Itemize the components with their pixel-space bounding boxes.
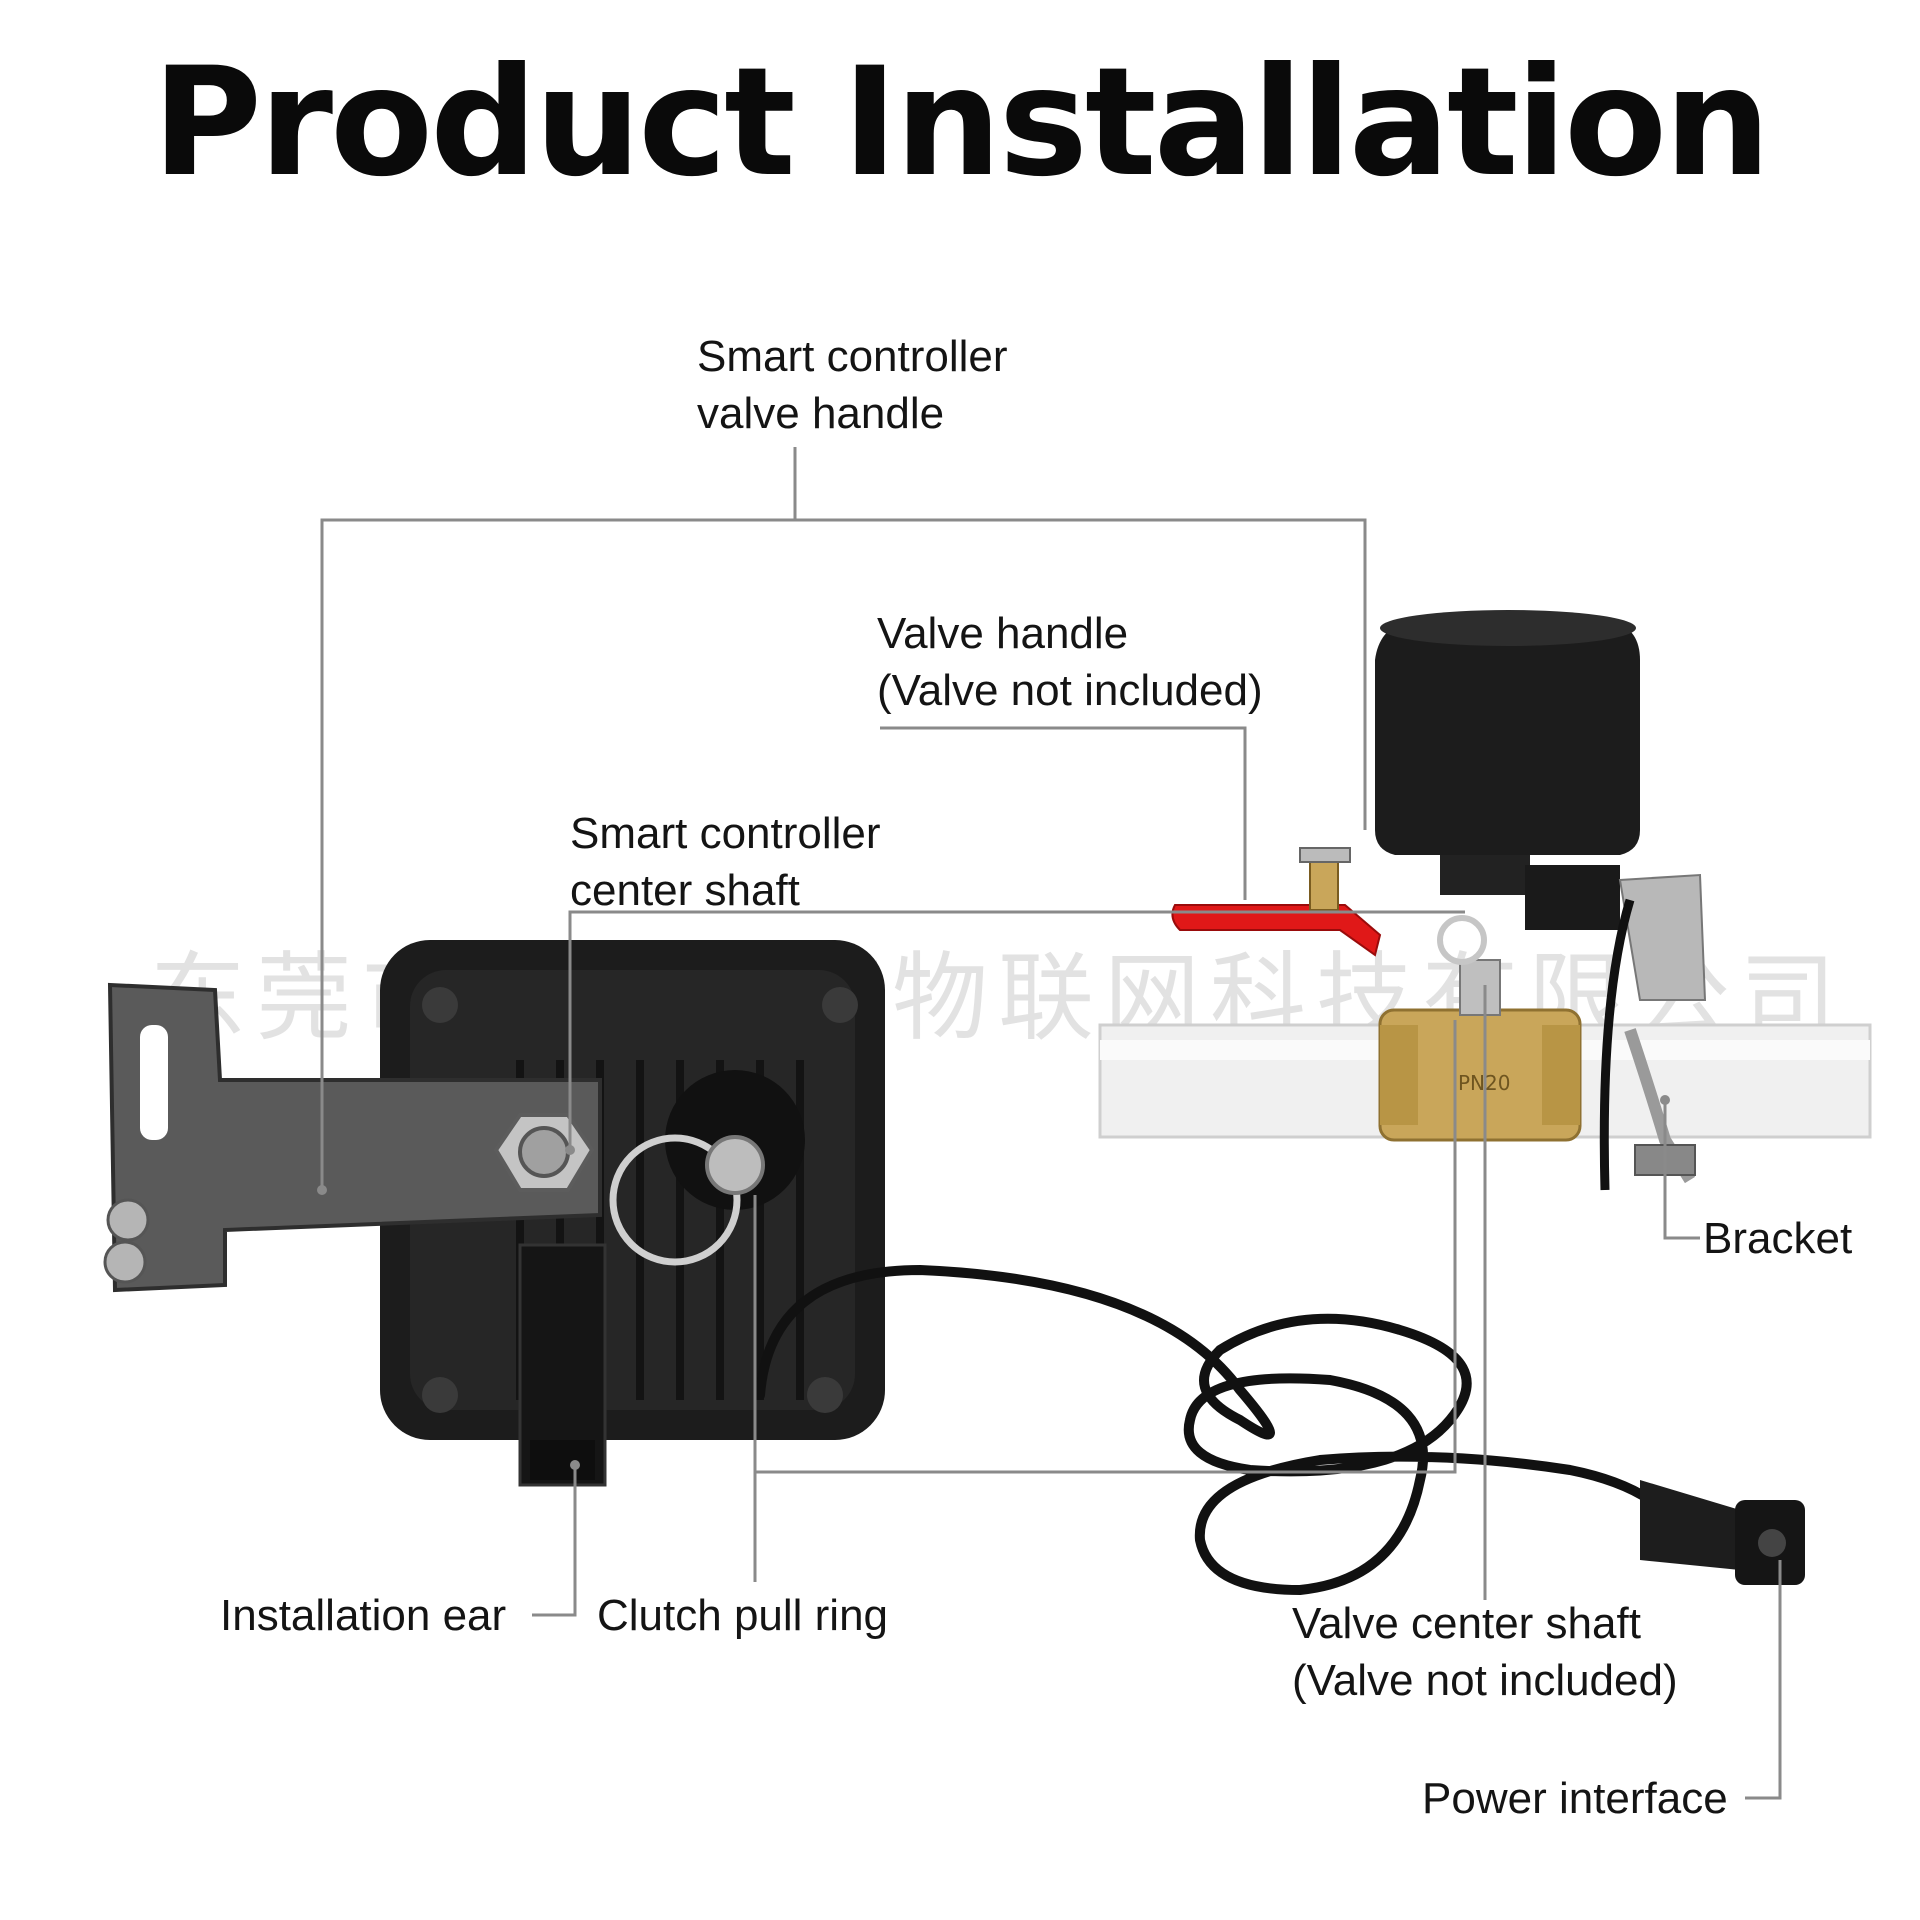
label-line-1: Smart controller: [570, 809, 881, 858]
label-line-1: Smart controller: [697, 332, 1008, 381]
label-line-2: (Valve not included): [1292, 1656, 1678, 1705]
valve-handle-red: [1171, 847, 1382, 957]
valve-center-shaft-ring: [1437, 915, 1487, 965]
label-line-2: center shaft: [570, 866, 800, 915]
installation-ear-part: [518, 1243, 607, 1487]
label-line-1: Valve handle: [877, 609, 1129, 658]
label-line-1: Valve center shaft: [1292, 1599, 1641, 1648]
label-smart-controller-valve-handle: Smart controller valve handle: [697, 328, 1008, 442]
leader-endpoints: [317, 1095, 1670, 1470]
ball-valve: PN20: [1378, 959, 1582, 1142]
label-clutch-pull-ring: Clutch pull ring: [597, 1591, 889, 1640]
label-installation-ear: Installation ear: [220, 1591, 507, 1640]
leader-lines: [320, 447, 1782, 1800]
valve-actuator: [1375, 610, 1707, 1191]
label-bracket: Bracket: [1703, 1214, 1853, 1263]
label-power-interface: Power interface: [1422, 1774, 1728, 1823]
label-smart-controller-center-shaft: Smart controller center shaft: [570, 805, 881, 919]
clutch-pull-ring-part: [609, 1134, 765, 1266]
power-cable: [755, 1264, 1805, 1596]
page-title: Product Installation: [152, 36, 1771, 210]
label-line-2: (Valve not included): [877, 666, 1263, 715]
label-valve-center-shaft: Valve center shaft (Valve not included): [1292, 1595, 1678, 1709]
metal-handle-arm: [103, 982, 602, 1293]
label-valve-handle: Valve handle (Valve not included): [877, 605, 1263, 719]
label-line-2: valve handle: [697, 389, 945, 438]
